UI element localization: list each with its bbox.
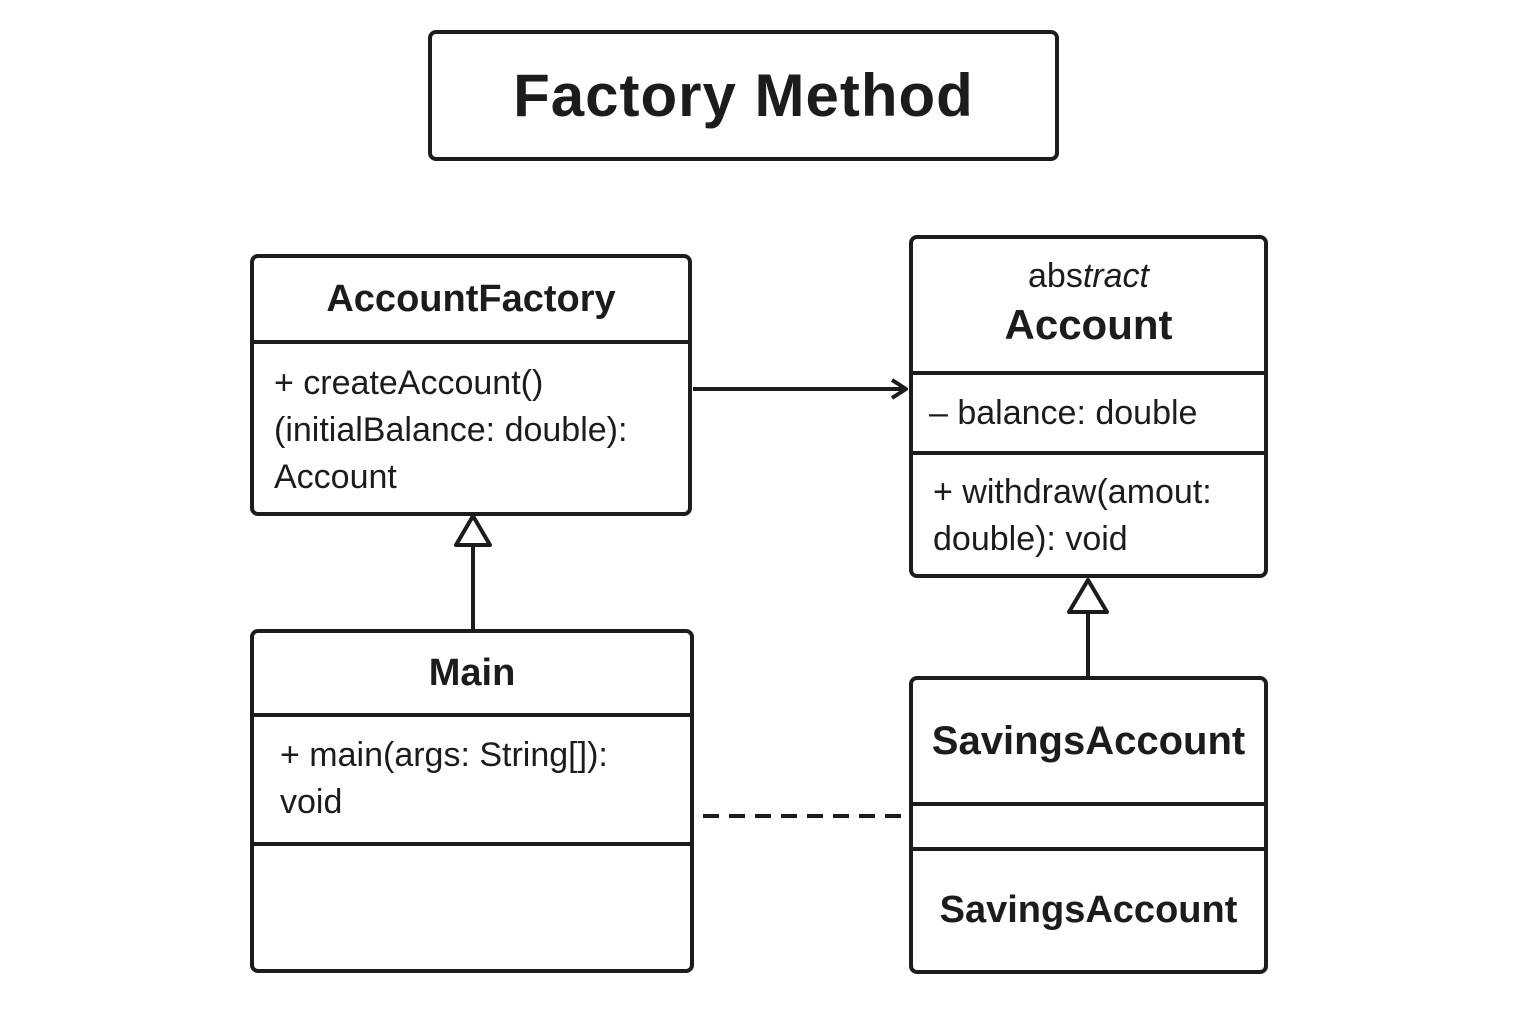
class-name: AccountFactory (326, 277, 616, 320)
class-name: Account (1004, 301, 1173, 348)
class-name-section: AccountFactory (254, 258, 688, 344)
class-account: abstract Account – balance: double + wit… (909, 235, 1268, 578)
class-methods: + main(args: String[]): void (254, 717, 690, 846)
class-empty-section (254, 846, 690, 969)
class-savings-account: SavingsAccount SavingsAccount (909, 676, 1268, 974)
diagram-title-box: Factory Method (428, 30, 1059, 161)
class-name-section: SavingsAccount (913, 680, 1264, 806)
class-name-section: abstract Account (913, 239, 1264, 375)
diagram-title: Factory Method (513, 62, 974, 129)
class-account-factory: AccountFactory + createAccount() (initia… (250, 254, 692, 516)
class-methods: SavingsAccount (913, 851, 1264, 970)
main-generalization-triangle (454, 514, 492, 547)
savings-generalization-triangle (1067, 578, 1109, 614)
class-methods: + createAccount() (initialBalance: doubl… (274, 364, 628, 496)
class-attributes: – balance: double (913, 375, 1264, 455)
class-main: Main + main(args: String[]): void (250, 629, 694, 973)
constructor-label: SavingsAccount (939, 889, 1238, 931)
stereotype-label: abstract (1028, 257, 1149, 295)
class-name: SavingsAccount (931, 718, 1246, 763)
class-attributes (913, 806, 1264, 851)
association-arrowhead (890, 378, 908, 400)
class-methods: + withdraw(amout: double): void (933, 473, 1212, 558)
class-name-section: Main (254, 633, 690, 717)
class-name: Main (428, 651, 516, 694)
